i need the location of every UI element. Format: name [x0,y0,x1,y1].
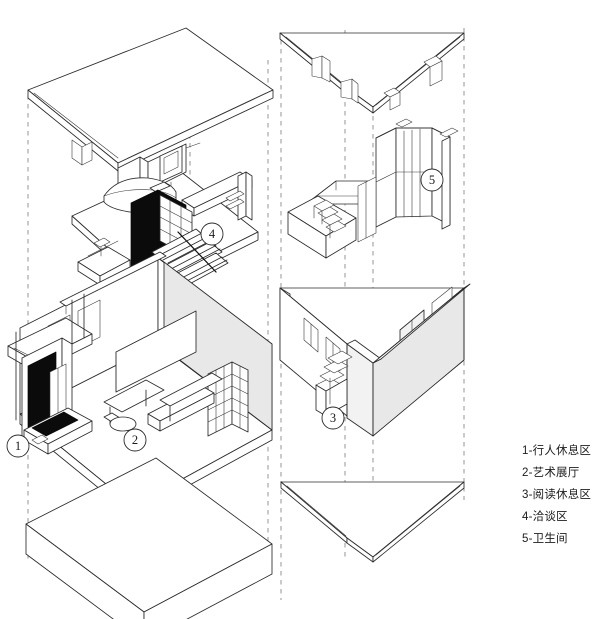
chevron-roof-plate [279,32,465,114]
svg-text:3: 3 [330,411,336,425]
chevron-floor-plate [280,481,465,563]
marker-1: 1 [6,434,30,458]
base-slab [25,457,273,619]
marker-4: 4 [200,222,224,246]
svg-text:2: 2 [132,433,138,447]
roof-slab [27,27,274,172]
level-5-assembly [287,118,459,259]
bathroom-partition [357,118,459,243]
svg-text:4: 4 [209,227,216,241]
legend: 1-行人休息区 2-艺术展厅 3-阅读休息区 4-洽谈区 5-卫生间 [522,440,612,550]
legend-item-5: 5-卫生间 [522,533,568,545]
legend-item-4: 4-洽谈区 [522,511,568,523]
marker-3: 3 [321,406,345,430]
marker-2: 2 [123,428,147,452]
level-3-assembly [279,283,471,437]
legend-item-2: 2-艺术展厅 [522,467,580,479]
svg-text:1: 1 [15,439,21,453]
legend-item-3: 3-阅读休息区 [522,489,592,501]
legend-item-1: 1-行人休息区 [522,445,592,457]
svg-text:5: 5 [429,173,435,187]
marker-5: 5 [420,168,444,192]
